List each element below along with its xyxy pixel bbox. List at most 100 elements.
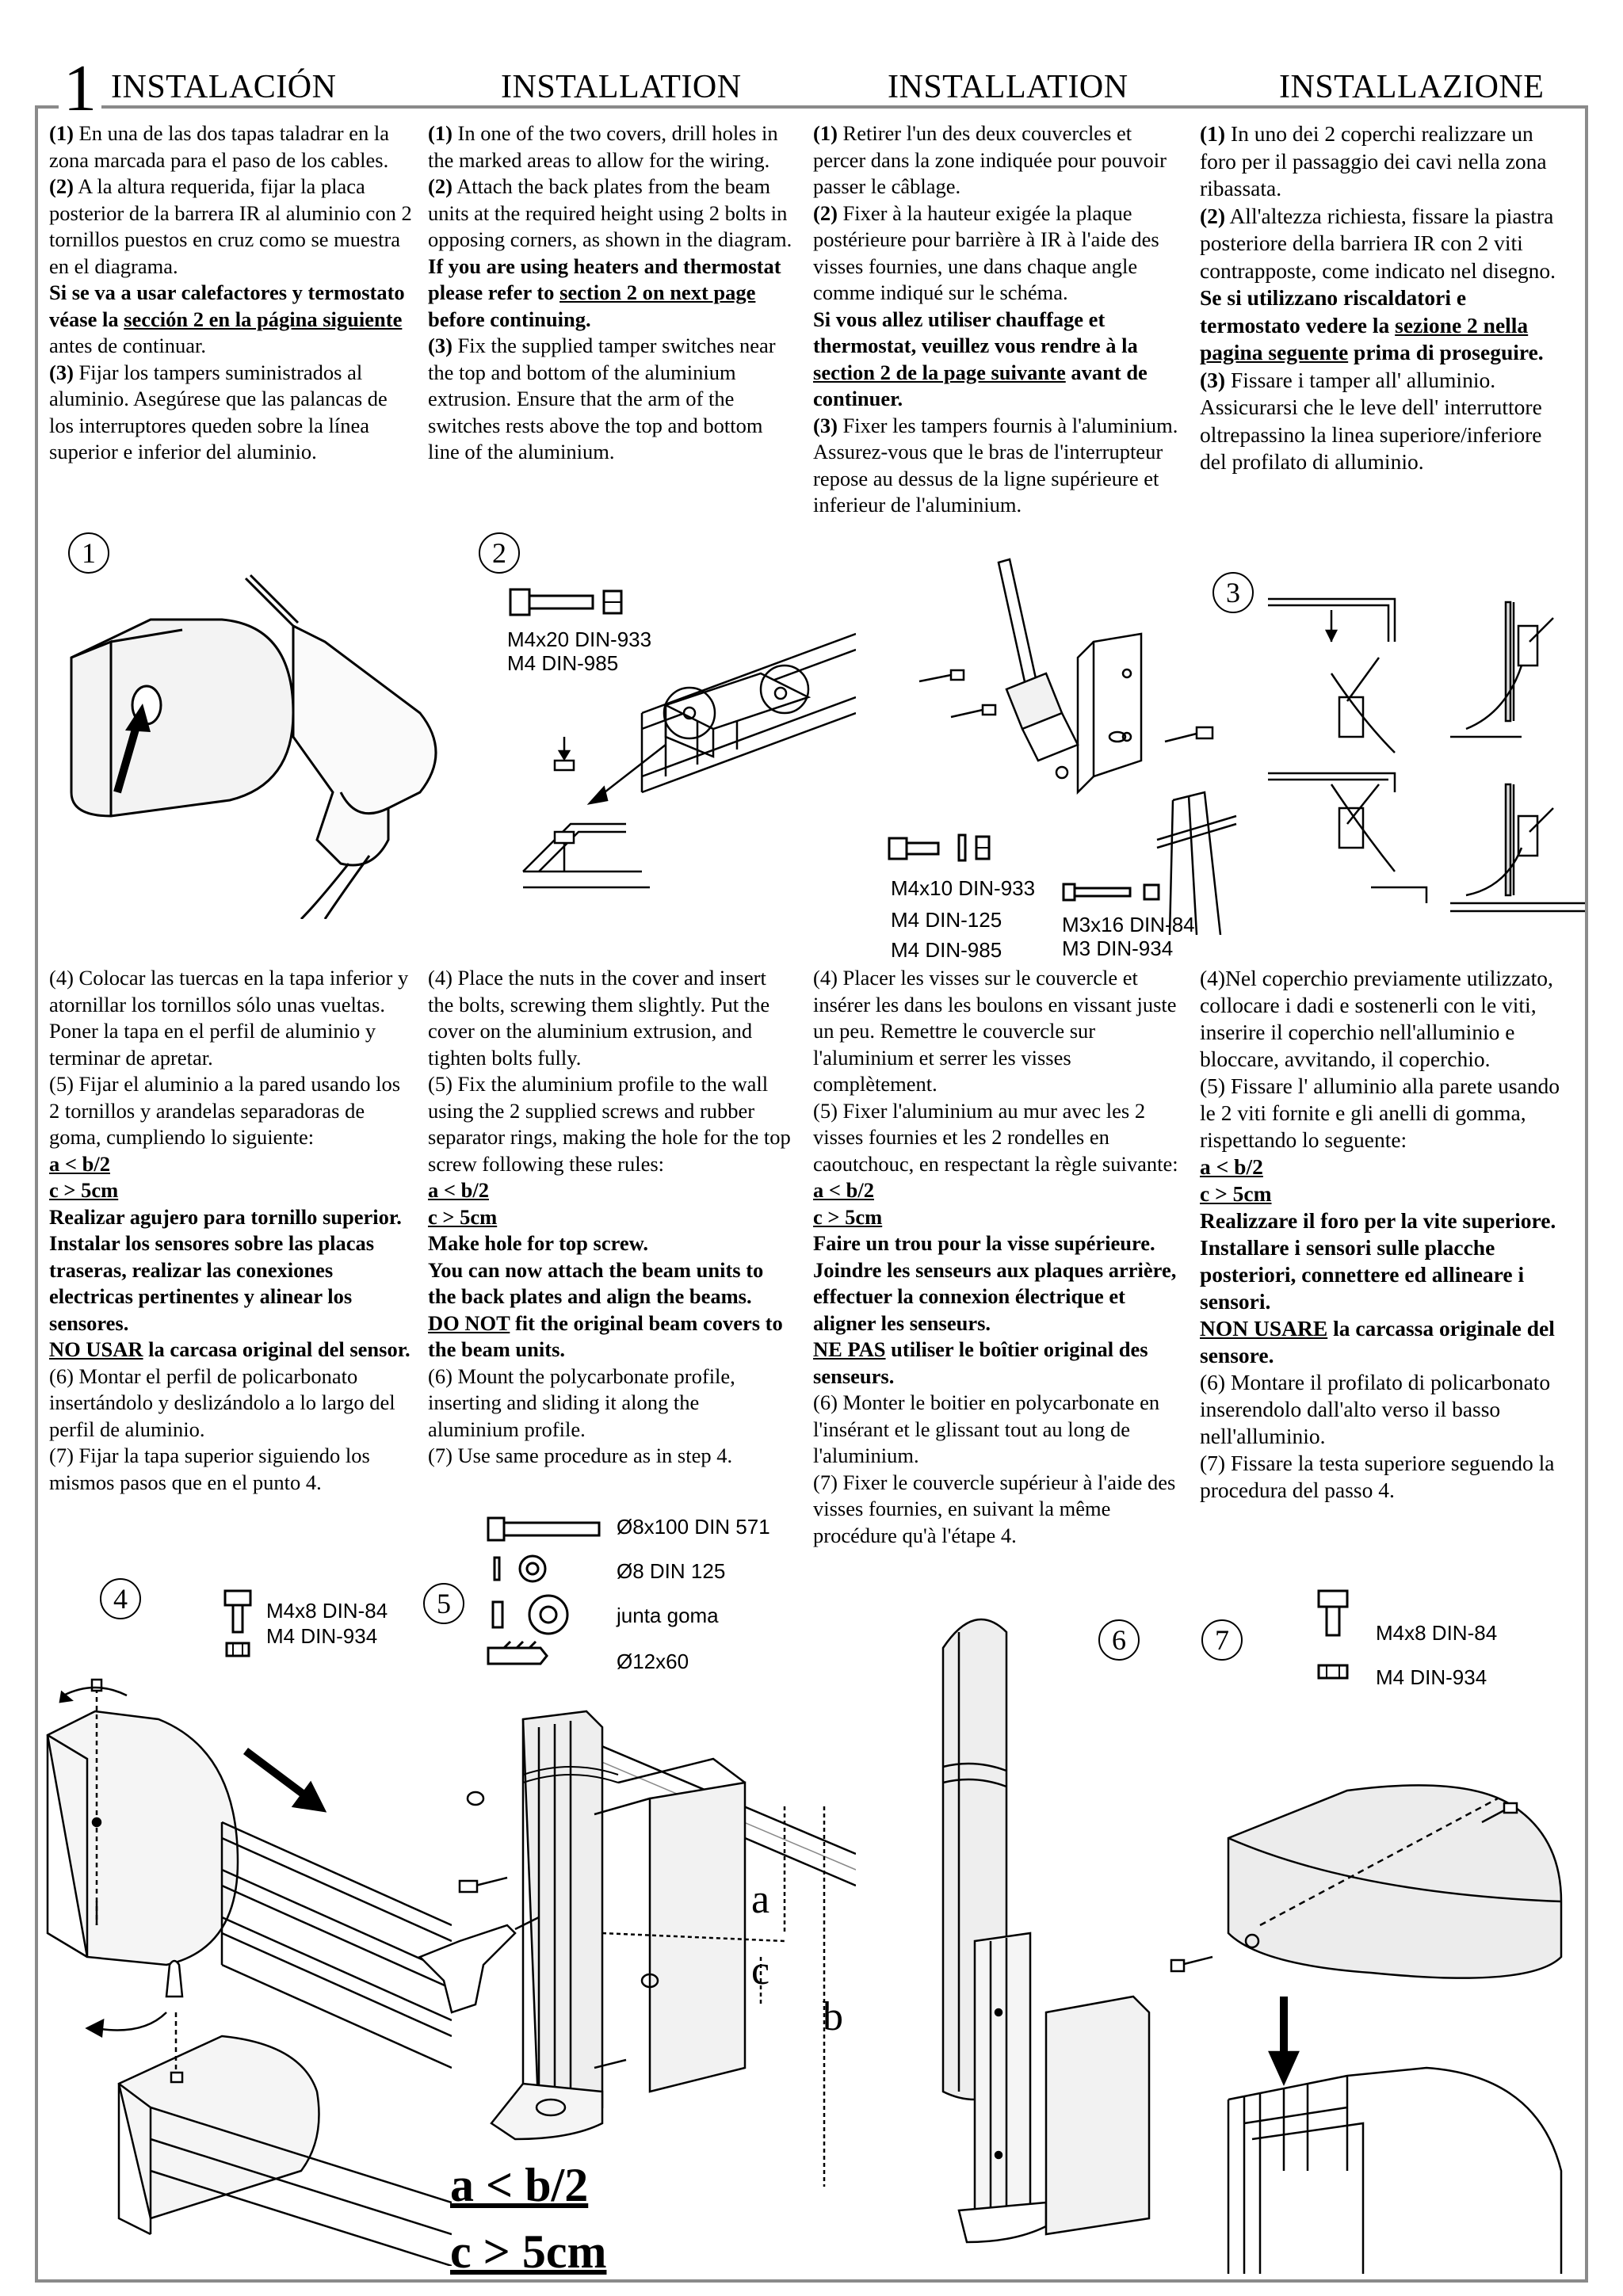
para-7: (7) Fissare la testa superiore seguendo … xyxy=(1200,1451,1555,1502)
bold-note-1: Make hole for top screw. xyxy=(428,1231,648,1255)
part-label: M4 DIN-934 xyxy=(266,1624,378,1648)
para-7: (7) Fijar la tapa superior siguiendo los… xyxy=(49,1444,370,1494)
rule-a: a < b/2 xyxy=(1200,1154,1263,1179)
screw-m4x8-icon xyxy=(223,1589,252,1657)
page-frame xyxy=(35,105,1588,2283)
bold-note-1: Realizar agujero para tornillo superior. xyxy=(49,1204,402,1229)
para-5: (5) Fixer l'aluminium au mur avec les 2 … xyxy=(813,1098,1178,1176)
para-3: (3) Fijar los tampers suministrados al a… xyxy=(49,360,388,464)
warning-note: NON USARE la carcassa originale del sens… xyxy=(1200,1316,1555,1367)
rule-a-large: a < b/2 xyxy=(450,2159,589,2211)
rule-a: a < b/2 xyxy=(428,1178,489,1202)
rule-a: a < b/2 xyxy=(49,1151,110,1176)
top-text-es: (1) En una de las dos tapas taladrar en … xyxy=(49,120,414,466)
para-heater-note: Si vous allez utiliser chauffage et ther… xyxy=(813,307,1148,411)
part-label: M4 DIN-985 xyxy=(891,938,1002,962)
para-5: (5) Fijar el aluminio a la pared usando … xyxy=(49,1072,401,1149)
para-heater-note: Se si utilizzano riscaldatori e termosta… xyxy=(1200,285,1544,364)
rule-c: c > 5cm xyxy=(1200,1181,1272,1206)
rule-c: c > 5cm xyxy=(49,1178,119,1202)
para-4: (4) Placer les visses sur le couvercle e… xyxy=(813,966,1177,1096)
header-es: INSTALACIÓN xyxy=(111,69,337,105)
para-4: (4) Colocar las tuercas en la tapa infer… xyxy=(49,966,409,1070)
part-label: M3x16 DIN-84 xyxy=(1062,913,1195,936)
step-3-marker: 3 xyxy=(1212,572,1254,613)
figure-5-wall-profile xyxy=(418,1710,856,2187)
page-number: 1 xyxy=(59,55,101,122)
para-2: (2) Attach the back plates from the beam… xyxy=(428,174,792,251)
warning-note: DO NOT fit the original beam covers to t… xyxy=(428,1310,783,1362)
header-fr: INSTALLATION xyxy=(888,69,1128,105)
para-7: (7) Use same procedure as in step 4. xyxy=(428,1444,733,1467)
dimension-c-label: c xyxy=(751,1948,770,1993)
bolt-m4x20-icon xyxy=(509,588,623,616)
screw-m4x8-icon xyxy=(1317,1589,1349,1680)
para-2: (2) All'altezza richiesta, fissare la pi… xyxy=(1200,203,1556,283)
part-label: junta goma xyxy=(617,1604,719,1627)
step-4-marker: 4 xyxy=(100,1578,141,1619)
rule-c: c > 5cm xyxy=(428,1204,498,1229)
part-label: Ø8 DIN 125 xyxy=(617,1559,726,1583)
figure-7-top-cover xyxy=(1170,1784,1563,2274)
part-label: M4 DIN-985 xyxy=(507,651,619,675)
figure-6-polycarbonate-profile xyxy=(941,1618,1151,2244)
bold-note-2: Instalar los sensores sobre las placas t… xyxy=(49,1231,375,1335)
step-2-marker: 2 xyxy=(479,532,520,574)
figure-3-tamper-detail xyxy=(1268,597,1585,913)
para-3: (3) Fixer les tampers fournis à l'alumin… xyxy=(813,413,1178,517)
screw-m3x16-icon xyxy=(1062,883,1160,902)
para-6: (6) Mount the polycarbonate profile, ins… xyxy=(428,1363,735,1441)
para-1: (1) En una de las dos tapas taladrar en … xyxy=(49,121,389,172)
figure-4-cover-assembly xyxy=(46,1678,452,2266)
bold-note-2: You can now attach the beam units to the… xyxy=(428,1257,764,1309)
rule-a: a < b/2 xyxy=(813,1178,874,1202)
para-2: (2) A la altura requerida, fijar la plac… xyxy=(49,174,412,278)
top-text-en: (1) In one of the two covers, drill hole… xyxy=(428,120,792,466)
bottom-text-it: (4)Nel coperchio previamente utilizzato,… xyxy=(1200,965,1569,1504)
dimension-b-label: b xyxy=(823,1994,843,2039)
bottom-text-fr: (4) Placer les visses sur le couvercle e… xyxy=(813,965,1186,1549)
part-label: Ø12x60 xyxy=(617,1650,689,1673)
warning-note: NE PAS utiliser le boîtier original des … xyxy=(813,1337,1148,1388)
bold-note-1: Realizzare il foro per la vite superiore… xyxy=(1200,1208,1556,1233)
para-2: (2) Fixer à la hauteur exigée la plaque … xyxy=(813,200,1159,305)
figure-2-back-plate xyxy=(522,632,856,889)
para-6: (6) Monter le boitier en polycarbonate e… xyxy=(813,1390,1160,1467)
part-label: M4x8 DIN-84 xyxy=(266,1599,388,1623)
part-label: M4x8 DIN-84 xyxy=(1376,1621,1498,1645)
step-1-marker: 1 xyxy=(68,532,109,574)
bold-note-2: Installare i sensori sulle placche poste… xyxy=(1200,1235,1525,1314)
para-7: (7) Fixer le couvercle supérieur à l'aid… xyxy=(813,1470,1176,1547)
rule-c: c > 5cm xyxy=(813,1204,883,1229)
hardware-icons-column xyxy=(487,1516,601,1665)
para-heater-note: Si se va a usar calefactores y termostat… xyxy=(49,280,405,357)
hardware-icons-row xyxy=(888,833,991,862)
warning-note: NO USAR la carcasa original del sensor. xyxy=(49,1337,411,1361)
top-text-it: (1) In uno dei 2 coperchi realizzare un … xyxy=(1200,120,1569,476)
para-6: (6) Montar el perfil de policarbonato in… xyxy=(49,1363,395,1441)
para-4: (4) Place the nuts in the cover and inse… xyxy=(428,966,770,1070)
header-it: INSTALLAZIONE xyxy=(1279,69,1545,105)
step-5-marker: 5 xyxy=(423,1583,464,1624)
rule-c-large: c > 5cm xyxy=(450,2225,607,2278)
para-1: (1) Retirer l'un des deux couvercles et … xyxy=(813,121,1167,198)
bold-note-1: Faire un trou pour la visse supérieure. … xyxy=(813,1231,1177,1335)
drill-icon xyxy=(244,574,437,919)
part-label: Ø8x100 DIN 571 xyxy=(617,1515,770,1539)
para-5: (5) Fix the aluminium profile to the wal… xyxy=(428,1072,791,1176)
part-label: M4 DIN-125 xyxy=(891,908,1002,932)
figure-1-drilling-cover xyxy=(70,574,437,919)
para-3: (3) Fix the supplied tamper switches nea… xyxy=(428,334,776,463)
para-4: (4)Nel coperchio previamente utilizzato,… xyxy=(1200,966,1553,1071)
part-label: M4 DIN-934 xyxy=(1376,1665,1487,1689)
step-7-marker: 7 xyxy=(1201,1619,1243,1661)
bottom-text-en: (4) Place the nuts in the cover and inse… xyxy=(428,965,792,1470)
part-label: M3 DIN-934 xyxy=(1062,936,1174,960)
part-label: M4x10 DIN-933 xyxy=(891,876,1036,900)
para-heater-note: If you are using heaters and thermostat … xyxy=(428,254,781,331)
arrow-icon xyxy=(113,704,151,794)
dimension-a-label: a xyxy=(751,1877,770,1922)
para-1: (1) In one of the two covers, drill hole… xyxy=(428,121,778,172)
para-5: (5) Fissare l' alluminio alla parete usa… xyxy=(1200,1074,1560,1152)
figure-3-tamper-switch xyxy=(918,558,1237,935)
